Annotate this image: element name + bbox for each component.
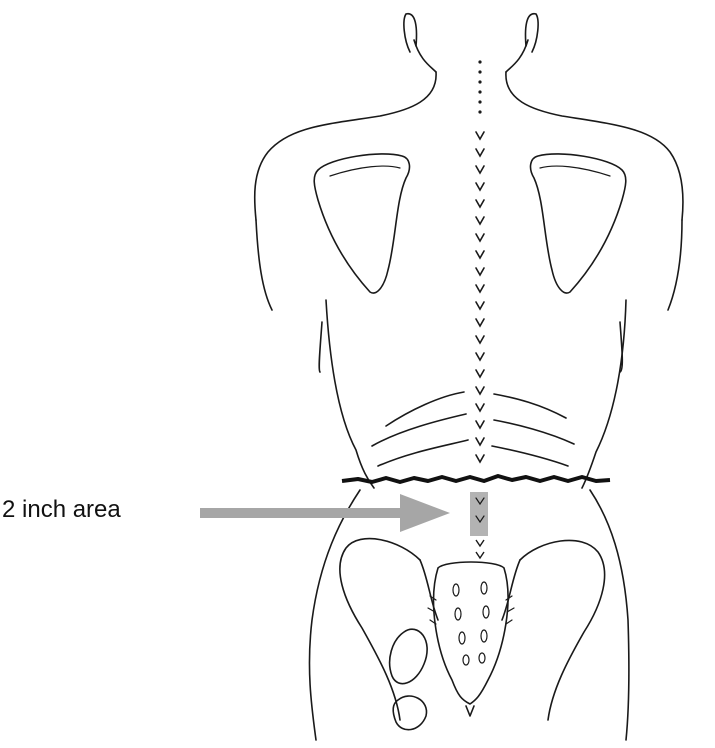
- vertebra-mark: [476, 387, 484, 394]
- vertebra-mark: [476, 370, 484, 377]
- vertebra-mark: [476, 455, 484, 462]
- body-outline: [255, 14, 683, 740]
- scapula-left: [314, 154, 409, 293]
- vertebra-mark: [476, 268, 484, 275]
- vertebra-dot: [478, 110, 481, 113]
- arrow-right-icon: [200, 494, 450, 532]
- vertebra-mark: [476, 319, 484, 326]
- vertebra-mark: [476, 404, 484, 411]
- vertebra-mark: [476, 183, 484, 190]
- vertebra-mark: [476, 421, 484, 428]
- vertebra-mark: [476, 251, 484, 258]
- vertebra-mark: [476, 302, 484, 309]
- annotation-label: 2 inch area: [2, 496, 121, 524]
- vertebra-dot: [478, 60, 481, 63]
- vertebra-mark: [476, 166, 484, 173]
- vertebra-mark: [476, 234, 484, 241]
- vertebra-dot: [478, 90, 481, 93]
- iliac-crest-line: [342, 476, 610, 482]
- vertebra-mark: [476, 200, 484, 207]
- vertebra-mark: [476, 132, 484, 139]
- vertebra-mark: [476, 217, 484, 224]
- highlight-region: [470, 492, 488, 536]
- pelvis: [340, 539, 605, 730]
- vertebra-mark: [476, 540, 484, 546]
- vertebra-mark: [476, 149, 484, 156]
- vertebra-dot: [478, 70, 481, 73]
- vertebra-mark: [476, 552, 484, 558]
- vertebra-mark: [476, 438, 484, 445]
- scapula-right: [531, 154, 626, 293]
- vertebra-mark: [476, 285, 484, 292]
- spine: [476, 60, 484, 558]
- ribs: [372, 392, 574, 466]
- vertebra-mark: [476, 353, 484, 360]
- vertebra-dot: [478, 100, 481, 103]
- vertebra-dot: [478, 80, 481, 83]
- vertebra-mark: [476, 336, 484, 343]
